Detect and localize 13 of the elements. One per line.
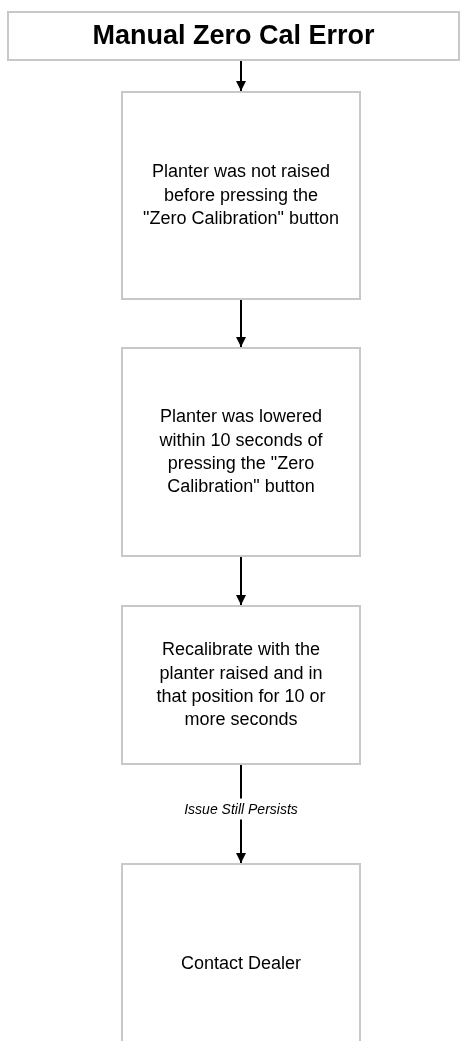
title-box <box>7 11 460 61</box>
box-text: Contact Dealer <box>180 952 302 976</box>
arrow <box>236 60 246 92</box>
title-text: Manual Zero Cal Error <box>92 19 375 53</box>
process-box <box>121 863 361 1041</box>
process-box <box>121 605 361 765</box>
process-box <box>121 347 361 557</box>
arrow <box>236 299 246 348</box>
box-text: Planter was not raised before pressing the "Zero Calibration" button <box>143 160 339 231</box>
box-text: Planter was lowered within 10 seconds of pressing the "Zero Calibration" button <box>158 405 324 499</box>
arrow <box>236 556 246 606</box>
box-text: Recalibrate with the planter raised and in that position for 10 or more seconds <box>155 638 327 732</box>
process-box <box>121 91 361 300</box>
